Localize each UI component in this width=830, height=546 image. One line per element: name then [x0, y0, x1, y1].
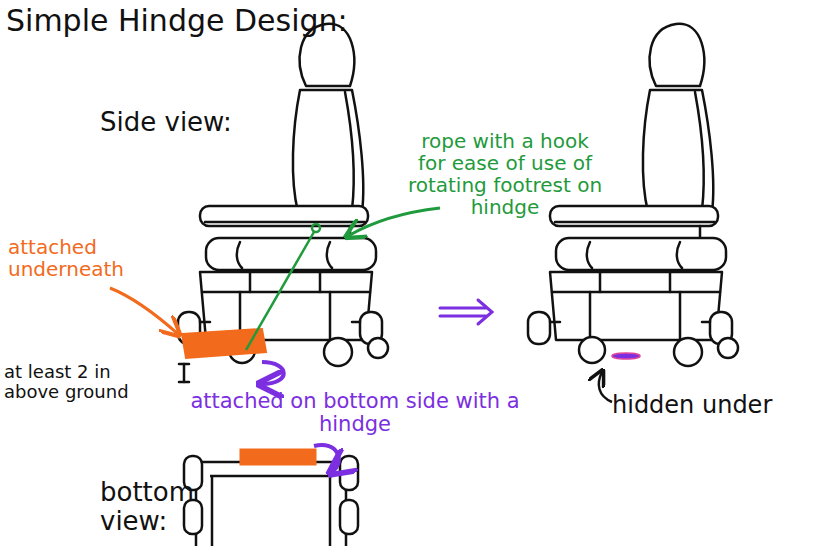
underneath-leader: [110, 288, 178, 334]
rope: [246, 232, 314, 350]
rope-hook: [312, 224, 320, 232]
annotation-label: bottom view:: [100, 478, 210, 535]
footrest-bottom: [240, 449, 316, 465]
transition-arrow: [440, 300, 492, 324]
annotation-label: attached underneath: [8, 236, 138, 280]
annotation-label: rope with a hook for ease of use of rota…: [405, 130, 605, 218]
annotation-label: at least 2 in above ground: [4, 362, 169, 402]
hidden-footrest: [612, 353, 640, 359]
clearance-mark: [179, 364, 189, 382]
wheelchair-side: [178, 24, 388, 366]
wheelchair-bottom: [184, 456, 358, 546]
annotation-label: attached on bottom side with a hindge: [190, 390, 520, 436]
hinge-arrow-bottom: [314, 445, 339, 472]
footrest: [182, 329, 266, 358]
annotation-label: Side view:: [100, 108, 300, 137]
hinge-arrow: [262, 362, 284, 384]
hidden-leader: [599, 372, 612, 402]
title: Simple Hindge Design:: [6, 4, 426, 37]
annotation-label: hidden under: [612, 392, 822, 418]
rope-leader: [348, 208, 440, 236]
